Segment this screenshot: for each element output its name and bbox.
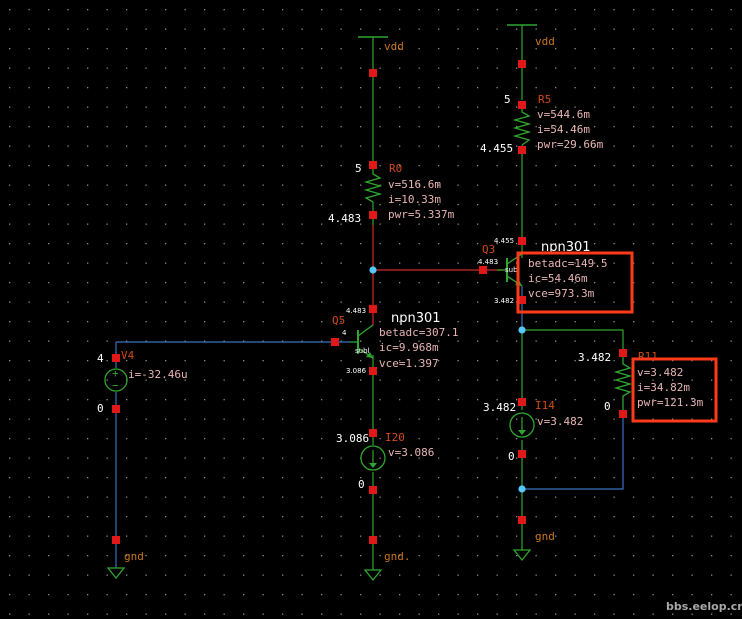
r11-top-node: 3.482 — [578, 351, 611, 364]
i20-name: I20 — [385, 431, 405, 444]
junction-emitter-node — [518, 326, 526, 334]
gnd-mid-symbol[interactable]: gnd. — [363, 550, 411, 582]
r11-power: pwr=121.3m — [637, 396, 704, 409]
v4-top-node: 4 — [97, 352, 104, 365]
watermark: bbs.eelop.cn — [666, 600, 742, 613]
q3-substrate-label: subl — [505, 266, 520, 274]
q5-ic: ic=9.968m — [379, 341, 439, 354]
r5-bottom-node: 4.455 — [480, 142, 513, 155]
r0-voltage: v=516.6m — [388, 178, 441, 191]
r5-top-node: 5 — [504, 93, 511, 106]
resistor-r11[interactable]: R11 v=3.482 i=34.82m pwr=121.3m 3.482 0 — [578, 350, 704, 413]
gnd-mid-label: gnd. — [384, 550, 411, 563]
gnd-right-label: gnd — [535, 530, 555, 543]
q3-emitter-node: 3.482 — [494, 297, 514, 305]
vdd-left-symbol[interactable]: vdd — [358, 36, 404, 53]
q5-betadc: betadc=307.1 — [379, 326, 458, 339]
i20-top-node: 3.086 — [336, 432, 369, 445]
v4-current: i=-32.46u — [128, 368, 188, 381]
r0-current: i=10.33m — [388, 193, 441, 206]
i14-bottom-node: 0 — [508, 450, 515, 463]
q5-name: Q5 — [332, 314, 345, 327]
vdd-right-symbol[interactable]: vdd — [507, 24, 555, 48]
r5-power: pwr=29.66m — [537, 138, 604, 151]
v4-minus-sign: − — [112, 379, 119, 392]
r5-voltage: v=544.6m — [537, 108, 590, 121]
voltage-source-v4[interactable]: + − V4 i=-32.46u 4 0 — [97, 349, 188, 415]
junction-ground-node — [518, 485, 526, 493]
gnd-right-symbol[interactable]: gnd — [512, 530, 555, 562]
highlight-box-r11 — [631, 357, 718, 423]
q3-name: Q3 — [482, 243, 495, 256]
transistor-q5[interactable]: Q5 npn301 betadc=307.1 ic=9.968m vce=1.3… — [332, 307, 458, 375]
r0-top-node: 5 — [355, 162, 362, 175]
i14-top-node: 3.482 — [483, 401, 516, 414]
i14-name: I14 — [535, 399, 555, 412]
i14-voltage: v=3.482 — [537, 415, 583, 428]
q5-collector-node: 4.483 — [346, 307, 366, 315]
q5-substrate-label: subl — [355, 347, 370, 355]
q3-base-node: 4.483 — [478, 258, 498, 266]
r11-bottom-node: 0 — [604, 400, 611, 413]
i20-bottom-node: 0 — [358, 478, 365, 491]
junction-base-node — [369, 266, 377, 274]
r11-current: i=34.82m — [637, 381, 690, 394]
q5-base-node: 4 — [342, 329, 347, 337]
highlight-box-q3 — [516, 251, 634, 314]
gnd-left-symbol[interactable]: gnd — [106, 550, 144, 580]
q3-collector-node: 4.455 — [494, 237, 514, 245]
r11-name: R11 — [638, 350, 658, 363]
v4-name: V4 — [121, 349, 135, 362]
r0-power: pwr=5.337m — [388, 208, 455, 221]
r0-bottom-node: 4.483 — [328, 212, 361, 225]
q3-ic: ic=54.46m — [528, 272, 588, 285]
i20-voltage: v=3.086 — [388, 446, 434, 459]
r0-name: R0 — [389, 162, 402, 175]
vdd-right-label: vdd — [535, 35, 555, 48]
q3-model: npn301 — [541, 240, 591, 255]
current-source-i20[interactable]: I20 v=3.086 3.086 0 — [336, 431, 434, 491]
q5-emitter-node: 3.086 — [346, 367, 367, 375]
gnd-left-label: gnd — [124, 550, 144, 563]
transistor-q3[interactable]: Q3 npn301 betadc=149.5 ic=54.46m vce=973… — [478, 237, 607, 305]
resistor-r5[interactable]: R5 v=544.6m i=54.46m pwr=29.66m 5 4.455 — [480, 93, 604, 155]
q3-vce: vce=973.3m — [528, 287, 595, 300]
current-source-i14[interactable]: I14 v=3.482 3.482 0 — [483, 399, 583, 463]
q5-model: npn301 — [391, 311, 441, 326]
q5-vce: vce=1.397 — [379, 357, 439, 370]
r11-voltage: v=3.482 — [637, 366, 683, 379]
resistor-r0[interactable]: R0 v=516.6m i=10.33m pwr=5.337m 5 4.483 — [328, 162, 455, 225]
r5-name: R5 — [538, 93, 551, 106]
v4-plus-sign: + — [112, 367, 119, 380]
vdd-left-label: vdd — [384, 40, 404, 53]
q3-betadc: betadc=149.5 — [528, 257, 607, 270]
pins — [112, 60, 627, 544]
v4-bottom-node: 0 — [97, 402, 104, 415]
r5-current: i=54.46m — [537, 123, 590, 136]
